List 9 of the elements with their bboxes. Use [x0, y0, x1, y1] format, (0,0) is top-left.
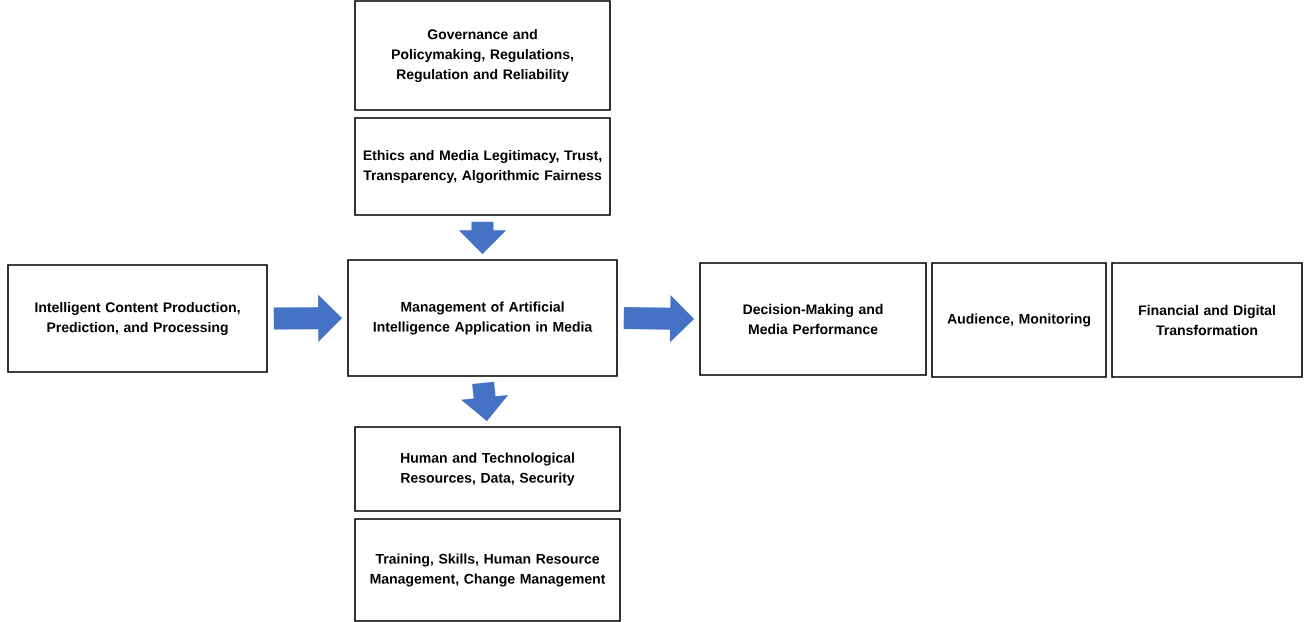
- text-box: Financial and Digital Transformation: [1111, 262, 1303, 378]
- text-box: Ethics and Media Legitimacy, Trust, Transparency, Algorithmic Fairness: [354, 117, 611, 216]
- text-box: Governance and Policymaking, Regulations, Regulation and Reliability: [354, 0, 611, 111]
- text-box: Human and Technological Resources, Data, Security: [354, 426, 621, 512]
- text-box: Training, Skills, Human Resource Management, Change Management: [354, 518, 621, 622]
- text-box: Management of Artificial Intelligence Application in Media: [347, 259, 618, 377]
- text-box: Intelligent Content Production, Prediction, and Processing: [7, 264, 268, 373]
- text-box: Audience, Monitoring: [931, 262, 1107, 378]
- text-box: Decision-Making and Media Performance: [699, 262, 927, 376]
